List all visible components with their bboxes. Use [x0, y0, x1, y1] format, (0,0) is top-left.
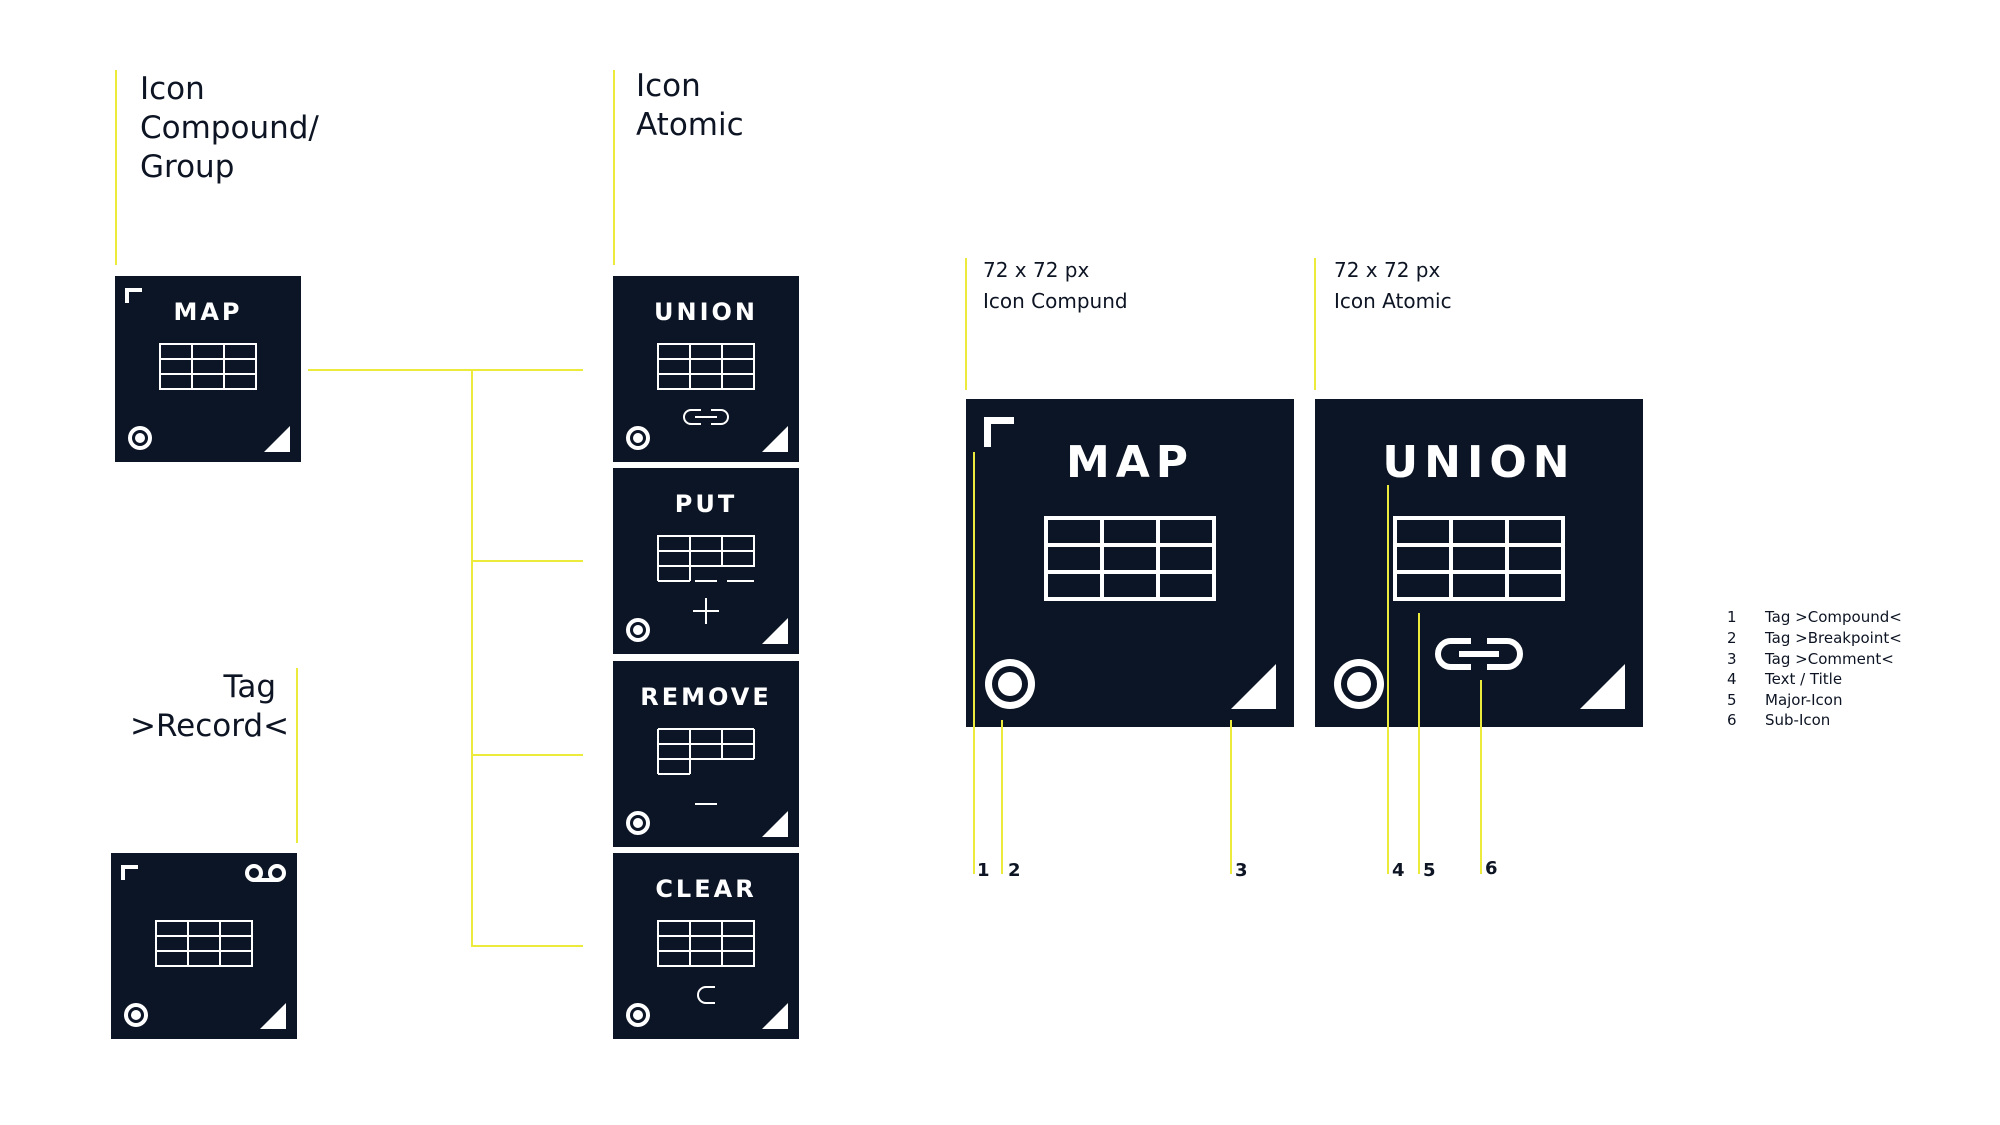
connector-line: [115, 70, 117, 265]
heading-icon-atomic: Icon Atomic: [636, 68, 744, 143]
comment-triangle-icon: [762, 811, 788, 837]
icon-tile-put[interactable]: PUT: [613, 468, 799, 654]
heading-icon-compound: Icon Compound/ Group: [140, 71, 319, 185]
subset-icon: [697, 986, 715, 1004]
plus-icon: [693, 598, 719, 624]
compound-corner-icon: [125, 288, 142, 303]
marker-2: 2: [1008, 860, 1021, 881]
table-grid-icon: [657, 920, 755, 967]
tile-title: REMOVE: [640, 683, 772, 711]
marker-3: 3: [1235, 860, 1248, 881]
tile-title: UNION: [1382, 437, 1576, 488]
marker-5: 5: [1423, 860, 1436, 881]
callout-line: [1230, 720, 1232, 874]
connector-line: [613, 70, 615, 265]
connector-line: [296, 668, 298, 843]
connector-line: [471, 560, 583, 562]
icon-tile-record[interactable]: [111, 853, 297, 1039]
caption-icon-atomic: 72 x 72 px Icon Atomic: [1334, 258, 1452, 313]
caption-icon-compound: 72 x 72 px Icon Compund: [983, 258, 1128, 313]
comment-triangle-icon: [260, 1003, 286, 1029]
breakpoint-icon: [128, 426, 152, 450]
connector-line: [308, 369, 583, 371]
tile-title: UNION: [654, 298, 758, 326]
icon-tile-union[interactable]: UNION: [613, 276, 799, 462]
connector-line: [471, 945, 583, 947]
icon-tile-map[interactable]: MAP: [115, 276, 301, 462]
detail-tile-union[interactable]: UNION: [1315, 399, 1643, 727]
breakpoint-icon: [1334, 659, 1384, 709]
comment-triangle-icon: [762, 426, 788, 452]
tile-title: PUT: [674, 490, 738, 518]
connector-line: [471, 369, 473, 947]
comment-triangle-icon: [264, 426, 290, 452]
comment-triangle-icon: [762, 618, 788, 644]
breakpoint-icon: [124, 1003, 148, 1027]
breakpoint-icon: [626, 426, 650, 450]
detail-tile-map[interactable]: MAP: [966, 399, 1294, 727]
compound-corner-icon: [984, 417, 1014, 447]
table-grid-icon: [657, 343, 755, 390]
marker-4: 4: [1392, 860, 1405, 881]
connector-line: [965, 258, 967, 390]
comment-triangle-icon: [762, 1003, 788, 1029]
tile-title: MAP: [1065, 437, 1195, 488]
breakpoint-icon: [985, 659, 1035, 709]
table-grid-icon: [1393, 516, 1565, 601]
connector-line: [471, 754, 583, 756]
record-icon: [245, 864, 286, 882]
table-grid-icon: [657, 728, 755, 775]
link-icon: [1435, 638, 1523, 670]
table-grid-icon: [159, 343, 257, 390]
marker-1: 1: [977, 860, 990, 881]
breakpoint-icon: [626, 618, 650, 642]
compound-corner-icon: [121, 865, 138, 880]
breakpoint-icon: [626, 1003, 650, 1027]
comment-triangle-icon: [1231, 664, 1276, 709]
table-grid-icon: [657, 535, 755, 582]
connector-line: [1314, 258, 1316, 390]
table-grid-icon: [1044, 516, 1216, 601]
breakpoint-icon: [626, 811, 650, 835]
callout-line: [1387, 485, 1389, 874]
tile-title: CLEAR: [655, 875, 757, 903]
icon-tile-remove[interactable]: REMOVE: [613, 661, 799, 847]
marker-6: 6: [1485, 858, 1498, 879]
callout-line: [1001, 720, 1003, 874]
link-icon: [683, 409, 729, 425]
comment-triangle-icon: [1580, 664, 1625, 709]
icon-tile-clear[interactable]: CLEAR: [613, 853, 799, 1039]
callout-line: [1418, 613, 1420, 874]
callout-line: [1480, 680, 1482, 874]
heading-tag-record: Tag >Record<: [130, 669, 290, 744]
callout-line: [973, 452, 975, 874]
tile-title: MAP: [173, 298, 243, 326]
table-grid-icon: [155, 920, 253, 967]
